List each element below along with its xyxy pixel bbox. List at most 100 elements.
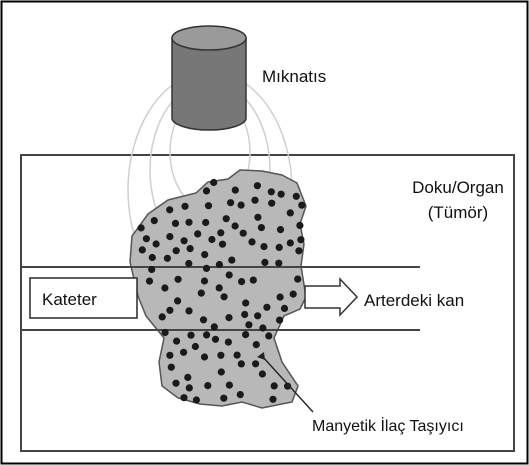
drug-carrier-particle [181,203,188,210]
drug-carrier-particle [287,209,294,216]
drug-carrier-particle [276,317,283,324]
drug-carrier-particle [168,364,175,371]
drug-carrier-particle [202,219,209,226]
drug-carrier-particle [216,261,223,268]
drug-carrier-particle [225,314,232,321]
drug-carrier-particle [166,233,173,240]
drug-carrier-particle [166,352,173,359]
drug-carrier-particle [216,284,223,291]
drug-carrier-particle [254,214,261,221]
drug-carrier-particle [238,278,245,285]
drug-carrier-particle [296,222,303,229]
drug-carrier-particle [290,291,297,298]
drug-carrier-particle [185,260,192,267]
drug-carrier-particle [276,244,283,251]
catheter-label: Kateter [42,290,97,309]
drug-carrier-particle [193,396,200,403]
drug-carrier-particle [245,321,252,328]
magnet [172,26,246,130]
tumor-label: (Tümör) [428,203,488,222]
drug-carrier-particle [252,360,259,367]
drug-carrier-particle [271,382,278,389]
drug-carrier-particle [180,394,187,401]
drug-carrier-particle [258,224,265,231]
drug-carrier-particle [238,360,245,367]
drug-carrier-particle [212,336,219,343]
drug-carrier-particle [148,266,155,273]
drug-carrier-particle [253,341,260,348]
drug-carrier-particle [217,229,224,236]
drug-carrier-particle [146,278,153,285]
drug-carrier-particle [164,255,171,262]
drug-carrier-particle [187,332,194,339]
drug-carrier-particle [201,277,208,284]
drug-carrier-particle [201,251,208,258]
drug-carrier-particle [254,312,261,319]
drug-carrier-particle [166,206,173,213]
magnet-body [172,38,246,130]
drug-carrier-particle [261,259,268,266]
drug-carrier-particle [234,352,241,359]
drug-carrier-particle [268,200,275,207]
drug-carrier-particle [254,182,261,189]
drug-carrier-particle [211,323,218,330]
drug-carrier-particle [232,222,239,229]
drug-carrier-particle [237,391,244,398]
drug-carrier-particle [227,199,234,206]
drug-carrier-particle [185,219,192,226]
drug-carrier-particle [185,307,192,314]
tissue-label: Doku/Organ [412,178,504,197]
drug-carrier-particle [260,243,267,250]
drug-carrier-particle [173,338,180,345]
drug-carrier-particle [228,257,235,264]
drug-carrier-particle [217,352,224,359]
drug-carrier-particle [166,307,173,314]
drug-carrier-particle [223,215,230,222]
drug-carrier-particle [240,230,247,237]
drug-carrier-particle [172,380,179,387]
drug-carrier-particle [269,396,276,403]
drug-carrier-particle [248,238,255,245]
magnet-top [172,26,246,50]
drug-carrier-particle [174,297,181,304]
drug-carrier-particle [181,237,188,244]
drug-carrier-particle [194,230,201,237]
drug-carrier-particle [297,236,304,243]
drug-carrier-particle [139,246,146,253]
drug-carrier-particle [277,294,284,301]
drug-carrier-particle [275,260,282,267]
drug-carrier-particle [259,324,266,331]
drug-carrier-particle [294,276,301,283]
drug-carrier-particle [241,311,248,318]
drug-carrier-particle [149,254,156,261]
drug-carrier-particle [184,374,191,381]
drug-carrier-particle [187,245,194,252]
drug-carrier-particle [238,202,245,209]
drug-carrier-particle [143,235,150,242]
blood-label: Arterdeki kan [364,291,464,310]
drug-carrier-particle [242,331,249,338]
drug-carrier-particle [278,191,285,198]
drug-carrier-particle [172,220,179,227]
drug-carrier-particle [219,241,226,248]
drug-carrier-particle [205,202,212,209]
drug-carrier-particle [173,247,180,254]
drug-carrier-particle [268,188,275,195]
drug-carrier-particle [203,265,210,272]
drug-carrier-particle [159,313,166,320]
drug-carrier-particle [218,368,225,375]
drug-carrier-particle [204,382,211,389]
drug-carrier-particle [232,187,239,194]
drug-carrier-particle [220,395,227,402]
drug-carrier-particle [298,202,305,209]
drug-carrier-particle [153,240,160,247]
drug-carrier-particle [295,247,302,254]
drug-carrier-particle [186,384,193,391]
drug-carrier-particle [201,353,208,360]
drug-carrier-particle [251,197,258,204]
drug-carrier-particle [203,331,210,338]
drug-carrier-particle [162,329,169,336]
drug-carrier-particle [287,239,294,246]
drug-carrier-particle [259,370,266,377]
drug-carrier-particle [203,187,210,194]
